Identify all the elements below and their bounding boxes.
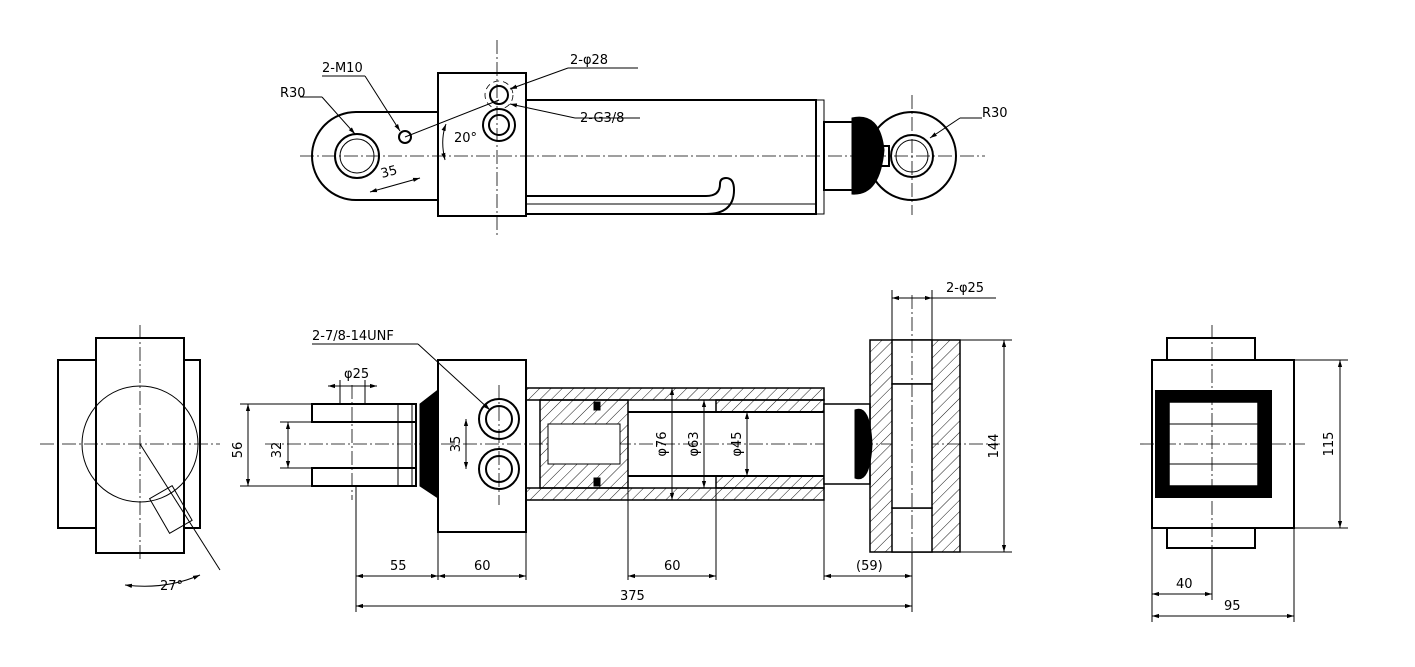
dim-60-stroke-label: 60 [664, 559, 681, 574]
phi28-label: 2-φ28 [570, 53, 608, 68]
left-eye-bushing [339, 138, 375, 174]
barrel-wall-top [525, 387, 825, 401]
top-view: R30 2-M10 35 20° 2-φ28 2-G3/8 R30 [280, 40, 1008, 236]
dim-144-label: 144 [987, 434, 1002, 459]
dim-phi63-label: φ63 [687, 431, 702, 456]
r30-left-leader [321, 96, 356, 135]
port-lower-outer [478, 448, 520, 490]
grease-nipple [868, 145, 890, 167]
barrel-wall-bottom [525, 487, 825, 501]
r30-right-label: R30 [982, 106, 1008, 121]
piston-seal-bottom [593, 477, 601, 487]
angle-27-arc [124, 574, 201, 588]
angle-27-ref [139, 443, 221, 571]
m10-label: 2-M10 [322, 61, 363, 76]
barrel-end-cap [815, 99, 825, 215]
gland-bottom [715, 475, 825, 489]
angle-27-label: 27° [160, 579, 183, 594]
port-top [489, 85, 509, 105]
r30-right-leader [929, 117, 961, 139]
dim-56-label: 56 [231, 442, 246, 459]
dim-2phi25-label: 2-φ25 [946, 281, 984, 296]
side-section-view: 56 32 φ25 2-7/8-14UNF 35 φ76 φ63 φ45 55 … [231, 281, 1012, 612]
dim-phi76-label: φ76 [655, 431, 670, 456]
g38-leader [509, 103, 576, 119]
dim-phi45-label: φ45 [730, 431, 745, 456]
port-bottom-inner [488, 114, 510, 136]
left-end-view: 27° [40, 325, 221, 594]
clevis-prong-top [311, 403, 417, 423]
port-bottom-outer [482, 108, 516, 142]
right-eye-hole [890, 134, 934, 178]
offset-35-label: 35 [379, 163, 399, 182]
gland-top [715, 399, 825, 413]
right-end-view: 115 40 95 [1140, 325, 1348, 622]
dim-60-block-label: 60 [474, 559, 491, 574]
oil-tube [526, 176, 736, 215]
dim-115-label: 115 [1322, 432, 1337, 457]
unf-leader [417, 343, 491, 411]
clevis-weld [419, 388, 439, 499]
rod-end-top-tab [1166, 337, 1256, 361]
offset-35-dim [369, 177, 421, 193]
dim-59-label: (59) [856, 559, 883, 574]
m10-leader [364, 75, 401, 132]
dim-375-label: 375 [620, 589, 645, 604]
port-block [437, 72, 527, 217]
g38-label: 2-G3/8 [580, 111, 624, 126]
clevis-weld-band [397, 403, 413, 487]
tube-stub [148, 484, 193, 535]
piston-seal-top [593, 401, 601, 411]
piston-bore [547, 423, 621, 465]
unf-label: 2-7/8-14UNF [312, 329, 394, 344]
m10-hole [398, 130, 412, 144]
section-port-block [437, 359, 527, 533]
angle-20-label: 20° [454, 131, 477, 146]
angle-20-arc [441, 123, 447, 161]
right-eye-bushing [895, 139, 929, 173]
r30-left-label: R30 [280, 86, 306, 101]
left-eye-hole [334, 133, 380, 179]
dim-95-label: 95 [1224, 599, 1241, 614]
dim-55-label: 55 [390, 559, 407, 574]
rod-end-bottom-tab [1166, 527, 1256, 549]
dim-32-label: 32 [270, 442, 285, 459]
dim-35-label: 35 [449, 436, 464, 453]
dim-40-label: 40 [1176, 577, 1193, 592]
phi28-leader [509, 67, 569, 90]
dim-phi25-label: φ25 [344, 367, 369, 382]
angle-20-ref [404, 99, 500, 138]
clevis-prong-bottom [311, 467, 417, 487]
left-clevis-eye-outline [311, 111, 438, 201]
